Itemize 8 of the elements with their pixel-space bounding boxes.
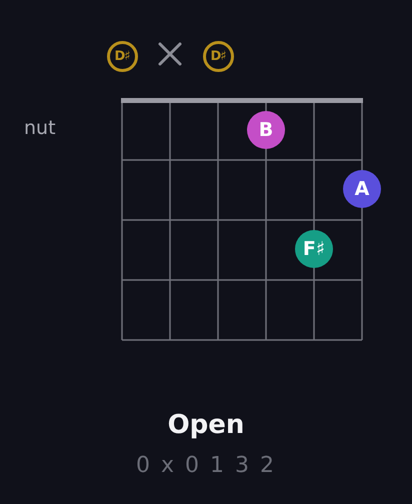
note-marker: B [247,111,285,149]
open-string-marker: D♯ [202,40,234,72]
open-string-marker: D♯ [106,40,138,72]
note-marker: F♯ [295,230,333,268]
note-marker: A [343,170,381,208]
fingering-text: 0 x 0 1 3 2 [136,453,276,478]
nut-label: nut [24,117,56,139]
chord-name: Open [168,410,244,440]
